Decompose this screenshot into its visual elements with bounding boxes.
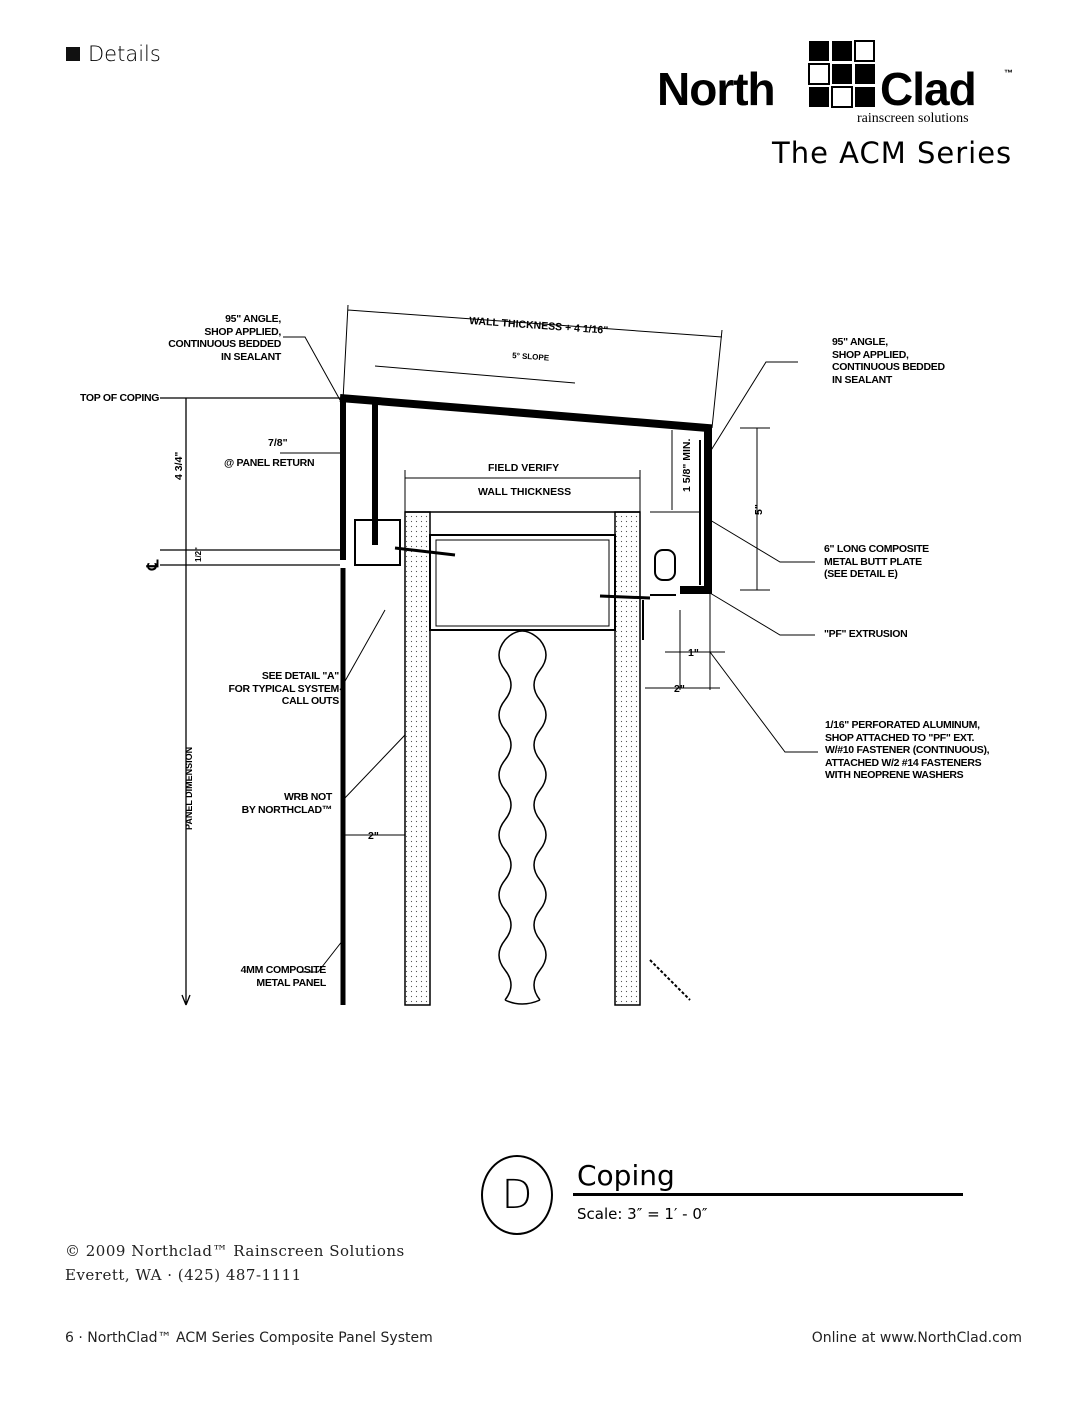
address: Everett, WA · (425) 487-1111 xyxy=(65,1266,302,1284)
callout-line: BY NORTHCLAD™ xyxy=(241,803,333,816)
wall-thickness-label: WALL THICKNESS + 4 1/16" xyxy=(469,315,609,337)
logo-clad: Clad xyxy=(880,63,977,115)
callout-line: WRB NOT xyxy=(283,791,332,803)
detail-title: Coping xyxy=(577,1159,675,1192)
callout-line: METAL BUTT PLATE xyxy=(824,555,922,568)
callout-line: 6" LONG COMPOSITE xyxy=(824,543,929,555)
callout-line: IN SEALANT xyxy=(220,350,281,363)
butt-plate-callout: 6" LONG COMPOSITE METAL BUTT PLATE (SEE … xyxy=(824,543,929,581)
callout-line: 95" ANGLE, xyxy=(225,313,281,325)
sheathing-right xyxy=(614,511,641,1006)
sheathing-left xyxy=(404,511,431,1006)
half-inch-label: 1/2" xyxy=(194,547,203,562)
top-of-coping-label: TOP OF COPING xyxy=(80,392,160,404)
detail-scale: Scale: 3″ = 1′ - 0″ xyxy=(577,1205,708,1223)
panel-return-label: @ PANEL RETURN xyxy=(224,457,315,469)
page-footer: 6 · NorthClad™ ACM Series Composite Pane… xyxy=(65,1330,433,1346)
logo-north: North xyxy=(657,63,776,115)
two-inch-left-label: 2" xyxy=(368,830,379,842)
left-top-dimension-label: 4 3/4" xyxy=(173,452,185,480)
min-dimension-label: 1 5/8" MIN. xyxy=(681,439,693,492)
slope-label: 5° SLOPE xyxy=(512,351,550,363)
callout-line: CONTINUOUS BEDDED xyxy=(168,338,281,350)
section-header-label: Details xyxy=(88,42,161,66)
one-inch-label: 1" xyxy=(688,647,699,659)
detail-title-rule xyxy=(573,1193,963,1196)
callout-line: SHOP APPLIED, xyxy=(204,325,281,338)
section-header: Details xyxy=(66,42,161,66)
callout-line: SHOP APPLIED, xyxy=(832,348,909,361)
callout-line: FOR TYPICAL SYSTEM xyxy=(228,682,339,695)
centerline-symbol: ℄ xyxy=(145,559,162,571)
copyright: © 2009 Northclad™ Rainscreen Solutions xyxy=(65,1242,405,1260)
callout-line: IN SEALANT xyxy=(832,373,893,386)
callout-line: 4MM COMPOSITE xyxy=(240,964,327,976)
metal-panel-callout: 4MM COMPOSITE METAL PANEL xyxy=(240,964,327,989)
detail-letter-badge: D xyxy=(481,1155,553,1235)
callout-line: METAL PANEL xyxy=(256,976,326,989)
callout-line: WITH NEOPRENE WASHERS xyxy=(825,769,964,781)
callout-line: 1/16" PERFORATED ALUMINUM, xyxy=(825,719,980,731)
stud xyxy=(429,534,616,631)
callout-line: CONTINUOUS BEDDED xyxy=(832,361,945,373)
callout-line: W/#10 FASTENER (CONTINUOUS), xyxy=(825,744,990,756)
logo-grid-icon xyxy=(808,40,875,108)
field-verify-label: FIELD VERIFY xyxy=(488,462,559,474)
two-inch-right-label: 2" xyxy=(674,683,685,695)
pf-extrusion-label: "PF" EXTRUSION xyxy=(824,628,908,640)
five-inch-label: 5" xyxy=(753,504,765,515)
wrb-callout: WRB NOT BY NORTHCLAD™ xyxy=(241,791,333,816)
panel-dimension-label: PANEL DIMENSION xyxy=(184,747,194,830)
callout-line: (SEE DETAIL E) xyxy=(824,568,898,580)
see-detail-callout: SEE DETAIL "A" FOR TYPICAL SYSTEM CALL O… xyxy=(228,670,339,708)
callout-line: SEE DETAIL "A" xyxy=(261,670,339,682)
series-title: The ACM Series xyxy=(772,136,1013,170)
callout-line: CALL OUTS xyxy=(281,695,340,707)
callout-line: SHOP ATTACHED TO "PF" EXT. xyxy=(825,731,975,744)
callout-line: 95" ANGLE, xyxy=(832,336,888,348)
insulation xyxy=(498,630,547,1005)
website-link[interactable]: Online at www.NorthClad.com xyxy=(811,1330,1022,1346)
angle-left-callout: 95" ANGLE, SHOP APPLIED, CONTINUOUS BEDD… xyxy=(168,313,281,363)
logo-trademark: ™ xyxy=(1004,68,1013,78)
perforated-aluminum-callout: 1/16" PERFORATED ALUMINUM, SHOP ATTACHED… xyxy=(825,719,990,782)
callout-line: ATTACHED W/2 #14 FASTENERS xyxy=(825,756,982,769)
coping-cap xyxy=(339,394,712,594)
panel-return-fraction: 7/8" xyxy=(268,437,288,449)
wall-thickness-label-2: WALL THICKNESS xyxy=(478,486,571,498)
logo-tagline: rainscreen solutions xyxy=(857,111,969,126)
angle-right-callout: 95" ANGLE, SHOP APPLIED, CONTINUOUS BEDD… xyxy=(832,336,945,386)
square-bullet-icon xyxy=(66,47,80,61)
